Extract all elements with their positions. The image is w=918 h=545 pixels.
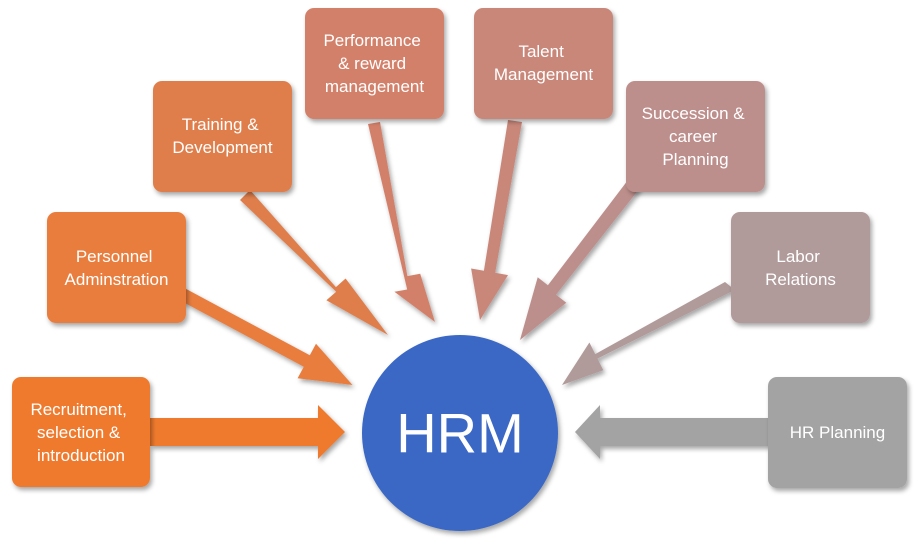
arrow-personnel [176,286,353,385]
box-succession: Succession & career Planning [626,81,765,192]
arrow-hrplanning [575,405,770,459]
arrows [150,120,770,459]
box-personnel-shape [47,212,186,323]
box-performance-shape [305,8,444,119]
box-hrplanning-shape [768,377,907,488]
box-performance: Performance & reward management [305,8,444,119]
box-training: Training & Development [153,81,292,192]
box-labor: Labor Relations [731,212,870,323]
box-talent: Talent Management [474,8,613,119]
arrow-succession [520,180,640,340]
box-training-shape [153,81,292,192]
box-talent-label: Talent Management [494,42,594,84]
box-training-label: Training & Development [172,115,272,157]
arrow-training [240,190,388,335]
box-recruitment-shape [12,377,150,487]
box-hrplanning: HR Planning [768,377,907,488]
box-succession-shape [626,81,765,192]
arrow-recruitment [150,405,345,459]
box-talent-shape [474,8,613,119]
box-performance-label: Performance & reward management [323,31,425,96]
box-personnel-label: Personnel Adminstration [65,247,169,289]
hub-circle [362,335,558,531]
box-hrplanning-label: HR Planning [790,423,885,442]
arrow-performance [368,122,435,322]
box-recruitment: Recruitment, selection & introduction [12,377,150,487]
box-labor-shape [731,212,870,323]
arrow-talent [471,120,522,320]
box-recruitment-label: Recruitment, selection & introduction [30,400,131,465]
box-personnel: Personnel Adminstration [47,212,186,323]
hub-label: HRM [396,402,524,465]
box-labor-label: Labor Relations [765,247,836,289]
arrow-labor [562,282,735,385]
box-succession-label: Succession & career Planning [642,104,750,169]
